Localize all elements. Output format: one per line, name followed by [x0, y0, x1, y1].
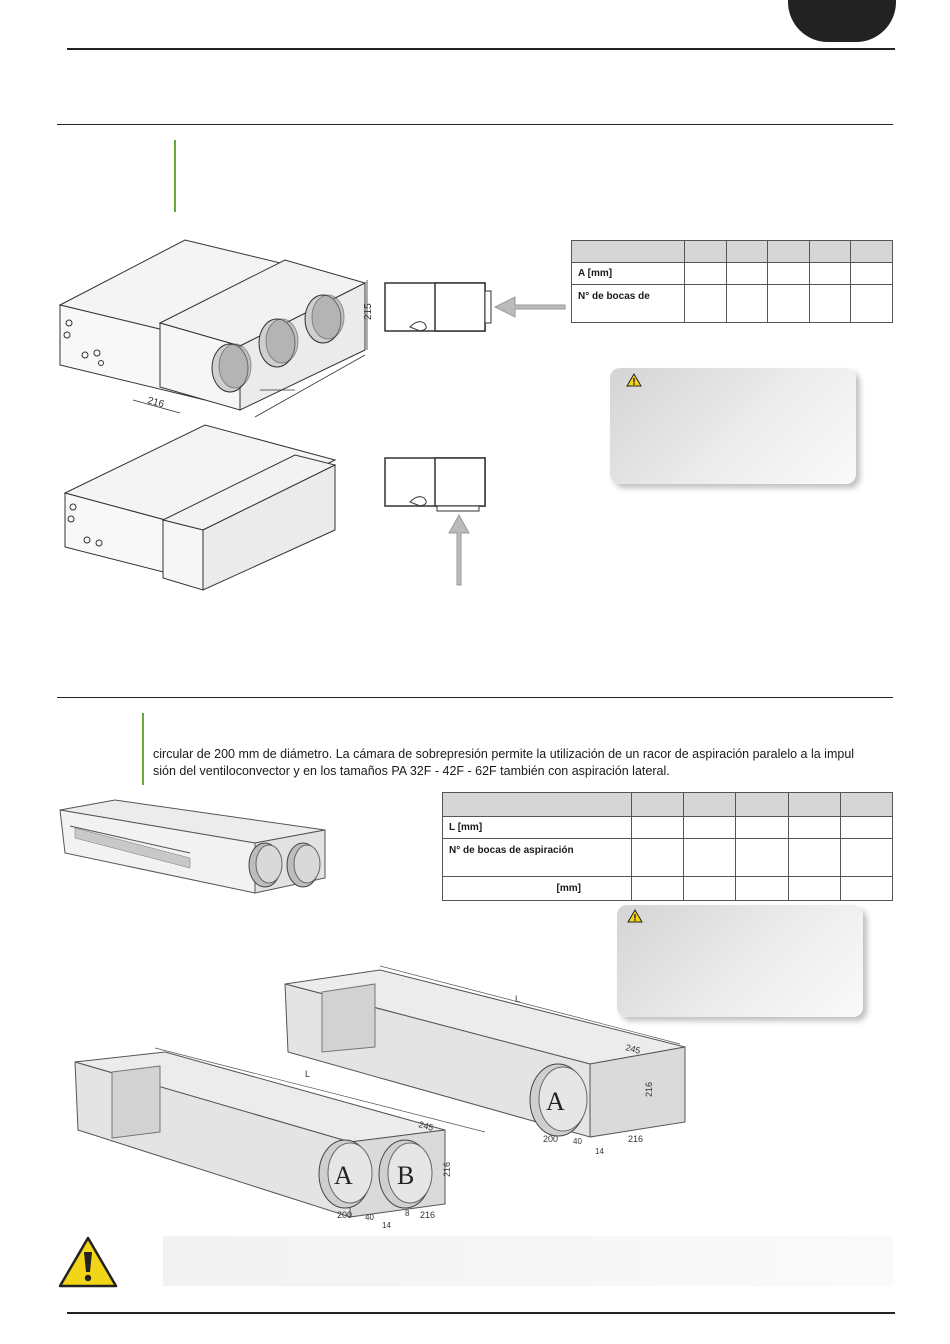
dim-200-text: 200	[337, 1210, 352, 1220]
spec-table-2: L [mm] N° de bocas de aspiración [mm]	[442, 792, 894, 901]
section1-rule	[57, 124, 893, 125]
table2-cell	[683, 838, 737, 877]
outlet-label-b: B	[397, 1161, 414, 1190]
dim-l-text: L	[305, 1069, 310, 1079]
table2-row-label: N° de bocas de aspiración	[442, 838, 632, 877]
table1-cell	[850, 262, 893, 285]
table2-cell	[787, 816, 841, 839]
table1-head-cell	[725, 240, 769, 263]
spec-table-1: A [mm] N° de bocas de	[571, 240, 893, 323]
table2-cell	[787, 838, 841, 877]
table1-row-label: A [mm]	[571, 262, 685, 285]
dim-width-text: 216	[146, 395, 165, 410]
dim-245-text: 245	[624, 1042, 641, 1056]
table1-head-cell	[808, 240, 852, 263]
table2-cell	[735, 816, 789, 839]
warning-box-1	[610, 368, 856, 484]
paragraph-line: circular de 200 mm de diámetro. La cámar…	[153, 747, 855, 761]
dim-8-text: 8	[405, 1209, 410, 1218]
table2-cell	[630, 876, 685, 901]
table1-cell	[850, 284, 893, 323]
dim-l-text: L	[515, 994, 520, 1004]
table2-cell	[683, 816, 737, 839]
outlet-label-a: A	[334, 1161, 353, 1190]
table1-row-label: N° de bocas de	[571, 284, 685, 323]
table2-row-label: L [mm]	[442, 816, 632, 839]
table1-cell	[684, 284, 727, 323]
table2-cell	[683, 876, 737, 901]
section2-accent-bar	[142, 713, 144, 785]
dim-14-text: 14	[382, 1221, 391, 1230]
section2-rule	[57, 697, 893, 698]
section1-accent-bar	[174, 140, 176, 212]
table2-head-cell	[735, 792, 789, 817]
table1-cell	[767, 284, 810, 323]
section2-paragraph: circular de 200 mm de diámetro. La cámar…	[153, 746, 898, 780]
table1-cell	[684, 262, 727, 285]
table2-head-cell	[683, 792, 737, 817]
dim-216-height-text: 216	[442, 1162, 452, 1177]
dim-216-width-text: 216	[628, 1134, 643, 1144]
warning-icon	[627, 909, 643, 923]
dim-height-text: 215	[363, 303, 374, 320]
warning-box-2	[617, 905, 863, 1017]
table1-cell	[725, 284, 769, 323]
page-corner-tab	[788, 0, 896, 42]
dim-245-text: 245	[417, 1119, 434, 1133]
dim-216-width-text: 216	[420, 1210, 435, 1220]
table1-head-label	[571, 240, 685, 263]
dim-14-text: 14	[595, 1147, 604, 1156]
plenum-rear-figure: 215 216	[58, 239, 566, 591]
dim-216-height-text: 216	[644, 1082, 654, 1097]
table1-head-cell	[684, 240, 727, 263]
table2-cell	[787, 876, 841, 901]
dim-40-text: 40	[573, 1137, 582, 1146]
plenum-dimensions-figure: A L 245 216 216 200 40 14 A B L 245 216 …	[74, 965, 686, 1230]
table2-cell	[839, 876, 894, 901]
table1-cell	[725, 262, 769, 285]
dual-outlet-unit-figure	[59, 799, 326, 894]
paragraph-line: sión del ventiloconvector y en los tamañ…	[153, 764, 670, 778]
table2-cell	[735, 838, 789, 877]
table2-head-label	[442, 792, 632, 817]
dim-200-text: 200	[543, 1134, 558, 1144]
footer-rule	[67, 1312, 895, 1314]
table1-head-cell	[767, 240, 810, 263]
table2-row-label: [mm]	[442, 876, 632, 901]
header-rule	[67, 48, 895, 50]
table1-head-cell	[850, 240, 893, 263]
table2-head-cell	[630, 792, 685, 817]
table2-cell	[735, 876, 789, 901]
table2-cell	[630, 838, 685, 877]
table1-cell	[767, 262, 810, 285]
caution-triangle-icon	[58, 1236, 118, 1288]
table2-head-cell	[839, 792, 894, 817]
table2-head-cell	[787, 792, 841, 817]
outlet-label-a: A	[546, 1087, 565, 1116]
table2-cell	[630, 816, 685, 839]
caution-note-box	[163, 1236, 893, 1286]
table1-cell	[808, 284, 852, 323]
table1-cell	[808, 262, 852, 285]
dim-40-text: 40	[365, 1213, 374, 1222]
table2-cell	[839, 816, 894, 839]
table2-cell	[839, 838, 894, 877]
warning-icon	[626, 373, 642, 387]
